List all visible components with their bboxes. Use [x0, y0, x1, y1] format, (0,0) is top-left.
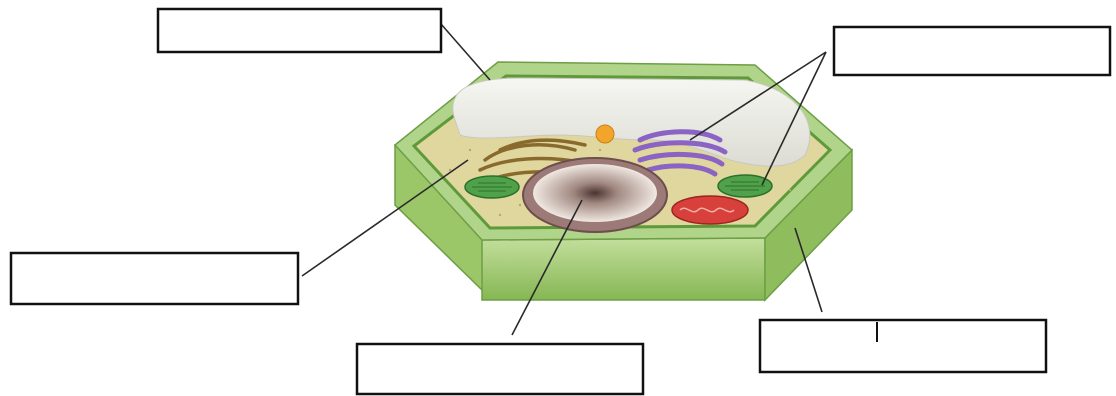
leader-line-cell-wall-top — [441, 24, 490, 80]
label-box-top-left[interactable] — [158, 9, 441, 52]
plant-cell — [395, 62, 852, 300]
mitochondrion — [672, 196, 748, 224]
label-box-bottom-right[interactable] — [760, 320, 1046, 372]
cell-wall-front-face — [482, 238, 765, 300]
chloroplast-right — [718, 175, 772, 197]
chloroplast-left — [465, 176, 519, 198]
vesicle — [596, 125, 614, 143]
nucleus — [523, 158, 667, 232]
label-box-left[interactable] — [11, 253, 298, 304]
label-box-bottom-middle[interactable] — [357, 344, 643, 394]
label-box-top-right[interactable] — [834, 27, 1110, 75]
